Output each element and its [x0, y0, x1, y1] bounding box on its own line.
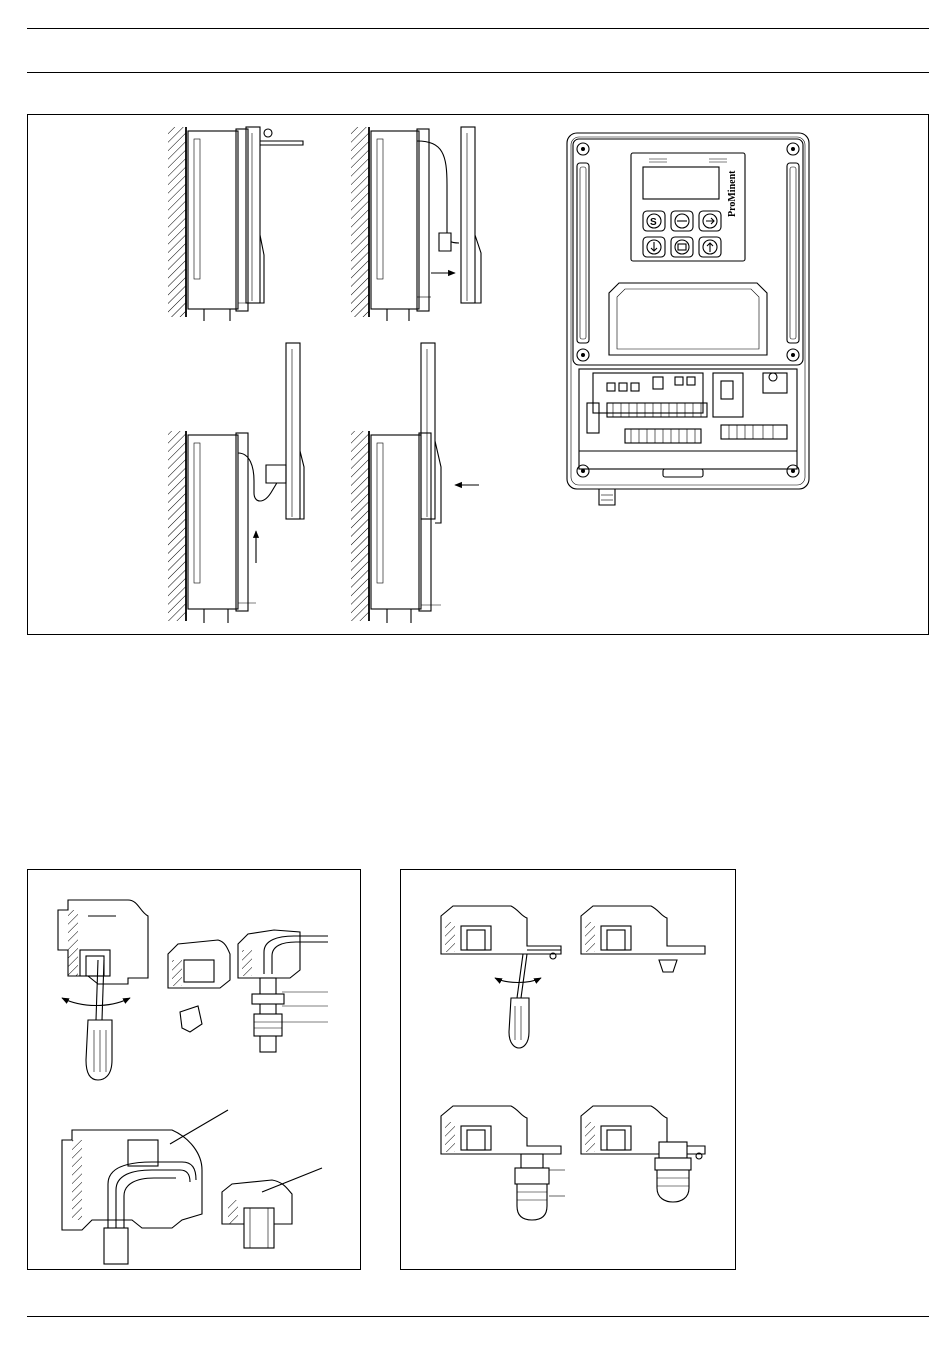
lcd-display — [643, 167, 719, 199]
mounting-step-2 — [351, 127, 481, 321]
controller-front-view: ProMinent S — [567, 133, 809, 505]
brand-logo: ProMinent — [727, 170, 738, 217]
svg-text:S: S — [650, 217, 657, 228]
header-rule-top — [27, 28, 929, 29]
knockout-step-2 — [168, 940, 230, 1032]
mounting-sequence-drawing: ProMinent S — [28, 115, 930, 636]
gland-step-2 — [581, 906, 705, 972]
gland-step-3 — [441, 1106, 565, 1220]
mounting-step-4 — [351, 343, 479, 623]
figure-cable-entry-knockout — [27, 869, 361, 1270]
knockout-step-3 — [238, 930, 328, 1052]
header-rule-bottom — [27, 72, 929, 73]
knockout-step-5 — [222, 1168, 322, 1248]
knockout-step-4 — [62, 1110, 228, 1264]
figure-cable-gland-mounting — [400, 869, 736, 1270]
screwdriver-icon — [86, 1020, 112, 1080]
knockout-step-1 — [58, 900, 148, 1080]
mounting-step-1 — [168, 127, 303, 321]
cable-gland — [599, 489, 615, 505]
keypad: S — [643, 211, 721, 257]
footer-rule — [27, 1316, 929, 1317]
terminal-strip — [607, 403, 707, 443]
figure-controller-mounting: ProMinent S — [27, 114, 929, 635]
gland-step-4 — [581, 1106, 705, 1202]
mounting-step-3 — [168, 343, 304, 623]
gland-step-1 — [441, 906, 561, 1048]
corner-screw-icon — [577, 143, 799, 477]
gland-mounting-drawing — [401, 870, 737, 1271]
screwdriver-icon — [509, 998, 529, 1048]
knockout-removal-drawing — [28, 870, 362, 1271]
